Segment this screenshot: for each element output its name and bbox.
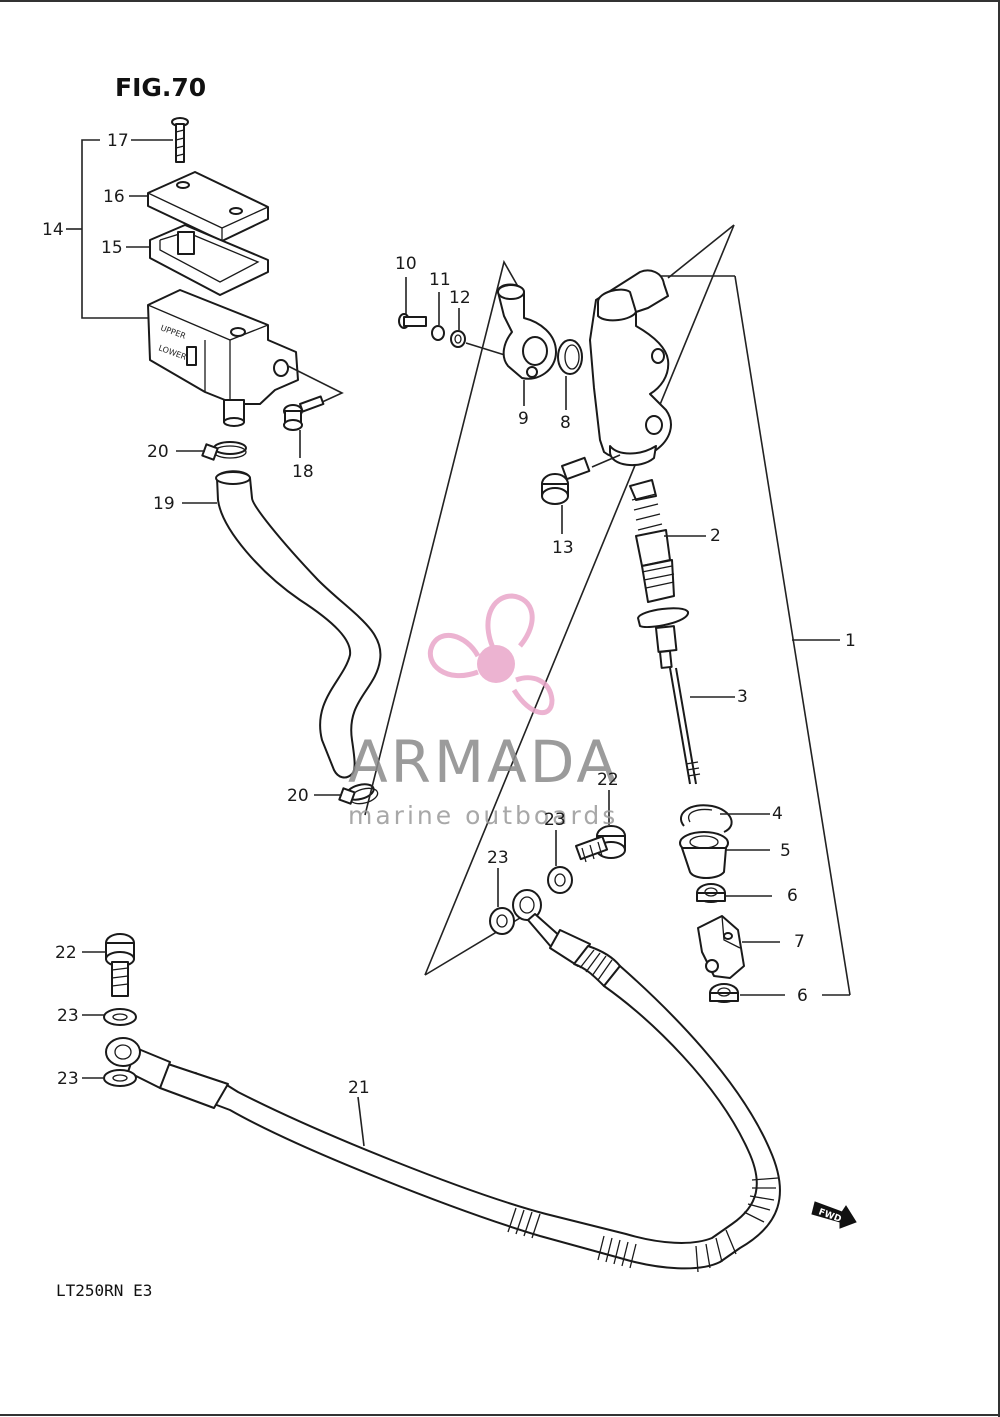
part-22-banjo-bolt-upper (575, 790, 626, 863)
callout-5: 5 (780, 841, 791, 861)
callout-23-lower-b: 23 (57, 1069, 79, 1089)
callout-9: 9 (518, 409, 529, 429)
callout-21: 21 (348, 1078, 370, 1098)
part-20-clamp-upper (176, 441, 247, 461)
propeller-logo-icon (427, 593, 555, 716)
callout-7: 7 (794, 932, 805, 952)
callout-10: 10 (395, 254, 417, 274)
callout-8: 8 (560, 413, 571, 433)
assembly-guide-lines (364, 224, 735, 976)
part-21-brake-hose (105, 889, 781, 1273)
callout-labels: 1 2 3 4 5 6 7 6 8 9 10 11 12 13 14 15 16… (42, 131, 856, 1098)
fwd-label: FWD (817, 1207, 843, 1224)
part-12-washer (450, 308, 466, 348)
callout-22-lower: 22 (55, 943, 77, 963)
callout-4: 4 (772, 804, 783, 824)
callout-3: 3 (737, 687, 748, 707)
callout-12: 12 (449, 288, 471, 308)
part-23-washer-lower-b (82, 1069, 137, 1087)
callout-13: 13 (552, 538, 574, 558)
part-17-screw (131, 117, 189, 163)
callout-23-lower-a: 23 (57, 1006, 79, 1026)
bracket-14 (66, 139, 150, 319)
part-18-bolt (283, 395, 325, 458)
callout-1: 1 (845, 631, 856, 651)
callout-16: 16 (103, 187, 125, 207)
part-7-clevis (697, 915, 780, 979)
part-6-nut-upper (696, 883, 772, 903)
part-13-bolt (541, 454, 621, 534)
callout-11: 11 (429, 270, 451, 290)
callout-22-upper: 22 (597, 770, 619, 790)
part-6-nut-lower (709, 983, 850, 1003)
part-9-union-fitting (497, 283, 557, 406)
part-19-hose (182, 470, 382, 779)
part-2-piston-spring (629, 479, 706, 603)
part-5-boot (679, 831, 770, 879)
callout-23-upper-a: 23 (544, 810, 566, 830)
callout-2: 2 (710, 526, 721, 546)
callout-19: 19 (153, 494, 175, 514)
part-16-reservoir-cap (129, 171, 269, 242)
callout-20-upper: 20 (147, 442, 169, 462)
part-23-washer-upper-a (547, 830, 573, 894)
part-4-circlip (680, 804, 770, 833)
watermark-tagline: marine outboards (348, 801, 618, 830)
callout-14: 14 (42, 220, 64, 240)
part-15-diaphragm-plate (126, 224, 269, 296)
part-11-washer (431, 292, 445, 341)
callout-17: 17 (107, 131, 129, 151)
part-8-o-ring (557, 339, 583, 410)
part-22-banjo-bolt-lower (82, 933, 135, 997)
part-20-clamp-lower (314, 783, 379, 805)
callout-6-upper: 6 (787, 886, 798, 906)
part-23-washer-upper-b (489, 868, 515, 935)
callout-6-lower: 6 (797, 986, 808, 1006)
forward-direction-arrow-icon: FWD (811, 1201, 857, 1229)
part-1-master-cylinder-body (589, 269, 851, 996)
figure-title: FIG.70 (115, 73, 206, 102)
callout-18: 18 (292, 462, 314, 482)
part-10-bolt (398, 277, 427, 329)
callout-15: 15 (101, 238, 123, 258)
callout-23-upper-b: 23 (487, 848, 509, 868)
armada-watermark: ARMADA marine outboards (348, 593, 619, 830)
part-3-push-rod (637, 607, 735, 785)
part-23-washer-lower-a (82, 1008, 137, 1026)
callout-20-lower: 20 (287, 786, 309, 806)
part-14-reservoir-body: UPPER LOWER (147, 289, 299, 427)
watermark-brand: ARMADA (348, 728, 619, 796)
model-code: LT250RN E3 (56, 1281, 152, 1300)
